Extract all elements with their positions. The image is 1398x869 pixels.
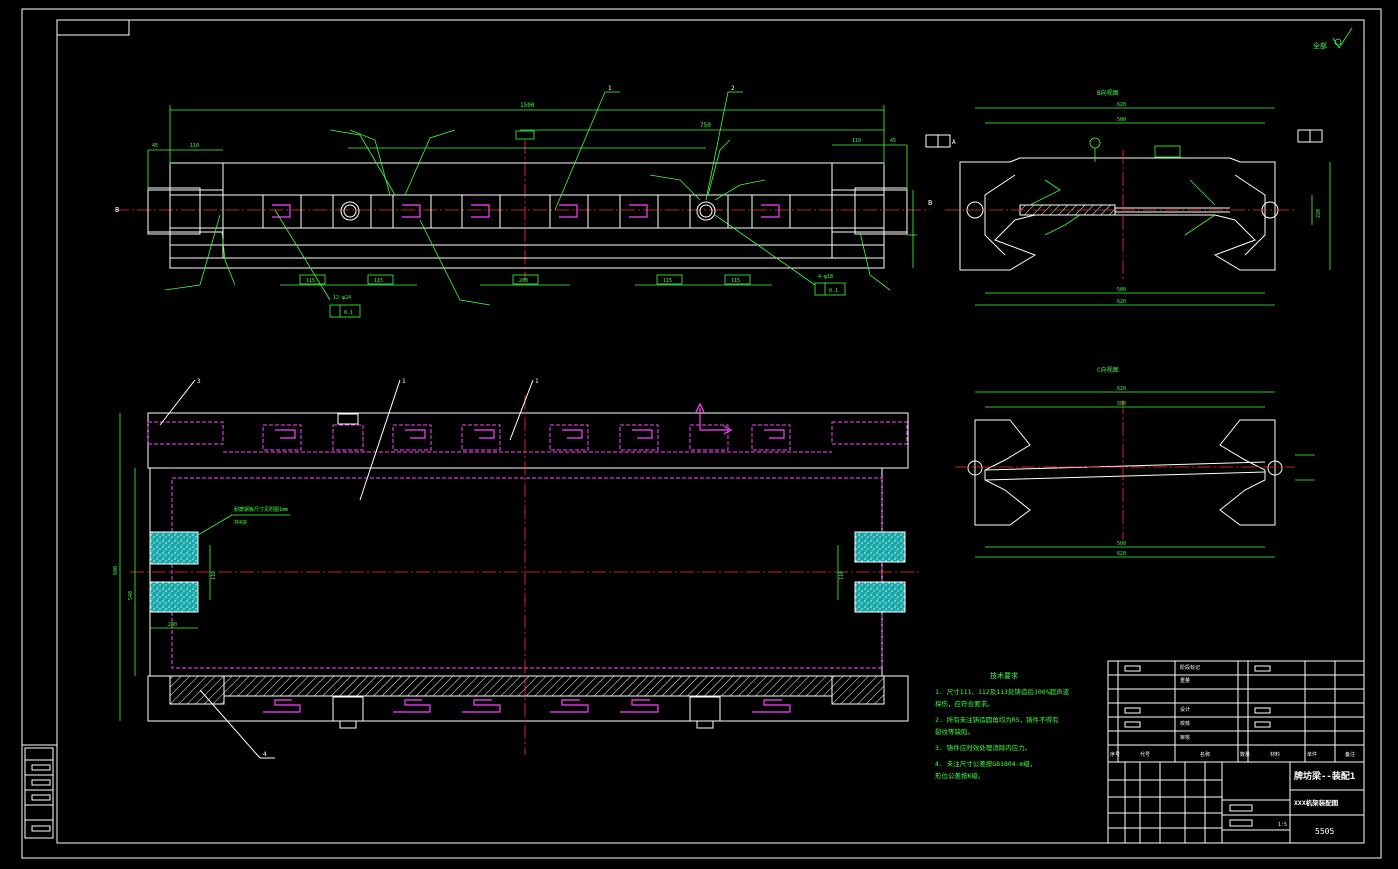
- dim-620-top: 620: [1117, 102, 1126, 108]
- pos-left: 0.1: [344, 310, 353, 316]
- tb-label-qty: 数量: [1240, 751, 1250, 758]
- end-view-b-title: B向视图: [1097, 89, 1119, 97]
- plan-view: 600 540 110 110 200 耐磨钢板尺寸见附图1mm 共4块 1 1…: [113, 378, 920, 759]
- tech-item-6: 4. 未注尺寸公差按GB1804-m级，: [935, 759, 1037, 768]
- dim-plan-110a: 110: [211, 571, 217, 580]
- dim-right-45: 45: [890, 138, 896, 144]
- tech-item-4: 裂纹等缺陷。: [935, 727, 974, 736]
- beam-slots: [262, 194, 791, 229]
- tech-requirements: 技术要求 1. 尺寸111、112及113处铸造后100%超声波 探伤，应符合要…: [935, 671, 1070, 780]
- sheet-number: 5505: [1315, 827, 1334, 836]
- dim-c-620-bot: 620: [1117, 551, 1126, 557]
- dim-500-top: 500: [1117, 117, 1126, 123]
- tech-item-2: 探伤，应符合要求。: [935, 699, 994, 708]
- dim-750: 750: [700, 122, 711, 129]
- dim-plan-600: 600: [113, 566, 119, 575]
- drawing-code: XXX机架装配图: [1294, 798, 1339, 807]
- dim-220: 220: [1316, 209, 1322, 218]
- tb-row-5: 审核: [1180, 734, 1190, 741]
- drawing-name: 牌坊梁--装配1: [1294, 770, 1355, 782]
- tb-label-unit: 单件: [1307, 751, 1317, 758]
- tb-row-1: 阶段标记: [1180, 664, 1200, 671]
- dim-left-110: 110: [190, 143, 199, 149]
- plan-top-slots: [262, 402, 791, 451]
- title-block: 阶段标记 重量 设计 校核 审核 序号 代号 名称 数量 材料 单件 备注 牌坊…: [1107, 660, 1365, 844]
- wear-plate-3: [854, 531, 906, 563]
- end-view-c: C向视图 620 500 500 620: [955, 366, 1315, 558]
- dim-overall: 1500: [520, 102, 535, 109]
- hole-spec-left: 12-φ24: [333, 295, 351, 301]
- front-view: B B: [115, 85, 932, 318]
- wear-plate-1: [149, 531, 199, 565]
- dim-right-110: 110: [852, 138, 861, 144]
- end-view-b: B向视图 620 500 500 620 A 220: [925, 89, 1331, 306]
- wear-plate-4: [854, 581, 906, 613]
- balloon-3-plan: 3: [197, 378, 201, 385]
- dim-500-bot: 500: [1117, 287, 1126, 293]
- surface-mark: 全部: [1313, 27, 1353, 50]
- front-dimensions: 1500 750 110 45 110 45 115 115 200 115: [147, 85, 917, 318]
- tech-item-1: 1. 尺寸111、112及113处铸造后100%超声波: [935, 687, 1070, 696]
- hole-spec-right: 4-φ18: [818, 274, 833, 280]
- tech-item-3: 2. 所有未注铸造圆角均为R5，铸件不得有: [935, 715, 1059, 724]
- pos-right: 0.1: [829, 288, 838, 294]
- tb-row-4: 校核: [1180, 720, 1190, 727]
- drawing-frame: [21, 8, 1382, 859]
- sidebar-stamp: [24, 747, 54, 839]
- surface-mark-label: 全部: [1313, 41, 1327, 50]
- dim-plan-110b: 110: [839, 571, 845, 580]
- section-right-label: B: [928, 199, 932, 207]
- plan-bottom-slots: [263, 696, 791, 729]
- balloon-4-plan: 4: [263, 751, 267, 758]
- end-view-c-title: C向视图: [1097, 366, 1119, 374]
- tb-row-3: 设计: [1180, 706, 1190, 713]
- wear-plate-note-2: 共4块: [234, 519, 247, 526]
- dim-left-45: 45: [152, 143, 158, 149]
- dim-200: 200: [519, 278, 528, 284]
- dim-115a: 115: [306, 278, 315, 284]
- dim-c-500-bot: 500: [1117, 541, 1126, 547]
- wear-plate-2: [149, 581, 199, 613]
- dim-115d: 115: [731, 278, 740, 284]
- tb-label-seq: 序号: [1110, 751, 1120, 758]
- section-left-label: B: [115, 206, 119, 214]
- datum-a-label: A: [952, 139, 956, 146]
- dim-115c: 115: [663, 278, 672, 284]
- balloon-2-front: 2: [731, 85, 735, 92]
- balloon-1-plan-a: 1: [402, 378, 406, 385]
- tb-label-remark: 备注: [1345, 751, 1355, 758]
- balloon-1-front: 1: [608, 85, 612, 92]
- dim-c-500-top: 500: [1117, 401, 1126, 407]
- dim-115b: 115: [374, 278, 383, 284]
- tb-label-name: 名称: [1200, 751, 1210, 758]
- dim-620-bot: 620: [1117, 299, 1126, 305]
- tb-label-material: 材料: [1270, 751, 1280, 758]
- tb-label-code: 代号: [1140, 751, 1150, 758]
- tech-item-7: 形位公差按K级。: [935, 771, 984, 780]
- balloon-1-plan-b: 1: [535, 378, 539, 385]
- drawing-scale: 1:5: [1278, 822, 1287, 828]
- dim-c-620-top: 620: [1117, 386, 1126, 392]
- tech-title: 技术要求: [990, 671, 1018, 680]
- tb-row-2: 重量: [1180, 677, 1190, 684]
- dim-plan-540: 540: [128, 591, 134, 600]
- tech-item-5: 3. 铸件应时效处理消除内应力。: [935, 743, 1031, 752]
- dim-plan-200: 200: [168, 622, 177, 628]
- wear-plate-note: 耐磨钢板尺寸见附图1mm: [234, 506, 288, 513]
